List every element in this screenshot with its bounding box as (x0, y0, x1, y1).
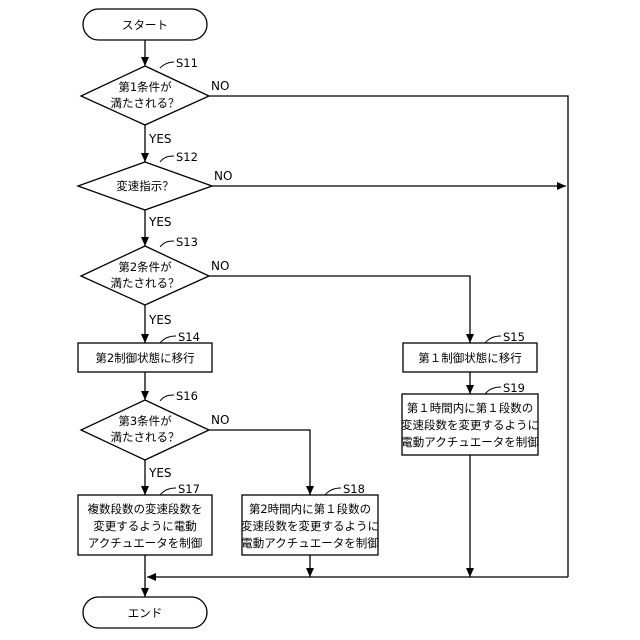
decision-s11: 第1条件が 満たされる？ (81, 66, 209, 125)
decision-s16: 第3条件が 満たされる？ (81, 400, 209, 460)
process-s19-line-1: 第１時間内に第１段数の (407, 401, 534, 415)
step-id-s14: S14 (178, 330, 200, 344)
no-label-s11: NO (211, 79, 229, 93)
decision-s16-line-2: 満たされる？ (111, 430, 180, 444)
decision-s13: 第2条件が 満たされる？ (81, 246, 209, 305)
step-id-s13: S13 (176, 235, 198, 249)
step-id-s16: S16 (176, 389, 198, 403)
process-s14-line-1: 第2制御状態に移行 (95, 351, 194, 365)
leader-s19 (485, 387, 501, 394)
decision-s12-line-1: 変速指示？ (116, 179, 174, 193)
end-label: エンド (128, 606, 163, 620)
decision-s11-line-1: 第1条件が (118, 80, 172, 94)
process-s19: 第１時間内に第１段数の 変速段数を変更するように 電動アクチュエータを制御 (401, 394, 539, 455)
leader-s14 (160, 336, 176, 343)
process-s17-line-3: アクチュエータを制御 (88, 536, 202, 550)
end-terminal: エンド (83, 597, 207, 628)
step-id-s15: S15 (503, 330, 525, 344)
yes-label-s16: YES (148, 466, 172, 480)
leader-s16 (160, 395, 174, 401)
leader-s15 (485, 336, 501, 343)
decision-s13-line-2: 満たされる？ (111, 276, 180, 290)
process-s17: 複数段数の変速段数を 変更するように電動 アクチュエータを制御 (78, 495, 212, 555)
process-s14: 第2制御状態に移行 (78, 343, 212, 372)
process-s19-line-2: 変速段数を変更するように (401, 418, 539, 432)
yes-label-s13: YES (148, 313, 172, 327)
leader-s11 (160, 62, 174, 68)
step-id-s17: S17 (178, 482, 200, 496)
yes-label-s11: YES (148, 132, 172, 146)
step-id-s12: S12 (176, 150, 198, 164)
start-terminal: スタート (83, 9, 207, 40)
decision-s13-line-1: 第2条件が (118, 260, 172, 274)
no-label-s16: NO (211, 413, 229, 427)
process-s18: 第2時間内に第１段数の 変速段数を変更するように 電動アクチュエータを制御 (241, 495, 379, 555)
start-label: スタート (122, 18, 168, 32)
process-s18-line-3: 電動アクチュエータを制御 (241, 536, 378, 550)
leader-s17 (160, 488, 176, 495)
yes-label-s12: YES (148, 215, 172, 229)
decision-s12: 変速指示？ (78, 162, 212, 210)
step-id-s11: S11 (176, 56, 198, 70)
leader-s12 (160, 156, 174, 162)
process-s17-line-2: 変更するように電動 (93, 519, 197, 533)
process-s18-line-1: 第2時間内に第１段数の (249, 502, 371, 516)
process-s15: 第１制御状態に移行 (403, 343, 537, 372)
decision-s11-line-2: 満たされる？ (111, 96, 180, 110)
process-s15-line-1: 第１制御状態に移行 (418, 351, 522, 365)
process-s18-line-2: 変速段数を変更するように (241, 519, 379, 533)
no-label-s13: NO (211, 259, 229, 273)
process-s19-line-3: 電動アクチュエータを制御 (401, 435, 538, 449)
process-s17-line-1: 複数段数の変速段数を (88, 502, 203, 516)
leader-s13 (160, 241, 174, 247)
no-label-s12: NO (214, 169, 232, 183)
step-id-s19: S19 (503, 381, 525, 395)
step-id-s18: S18 (343, 482, 365, 496)
edge-s13-no (209, 276, 470, 343)
leader-s18 (325, 488, 341, 495)
decision-s16-line-1: 第3条件が (118, 414, 172, 428)
edge-s16-no (209, 430, 310, 495)
